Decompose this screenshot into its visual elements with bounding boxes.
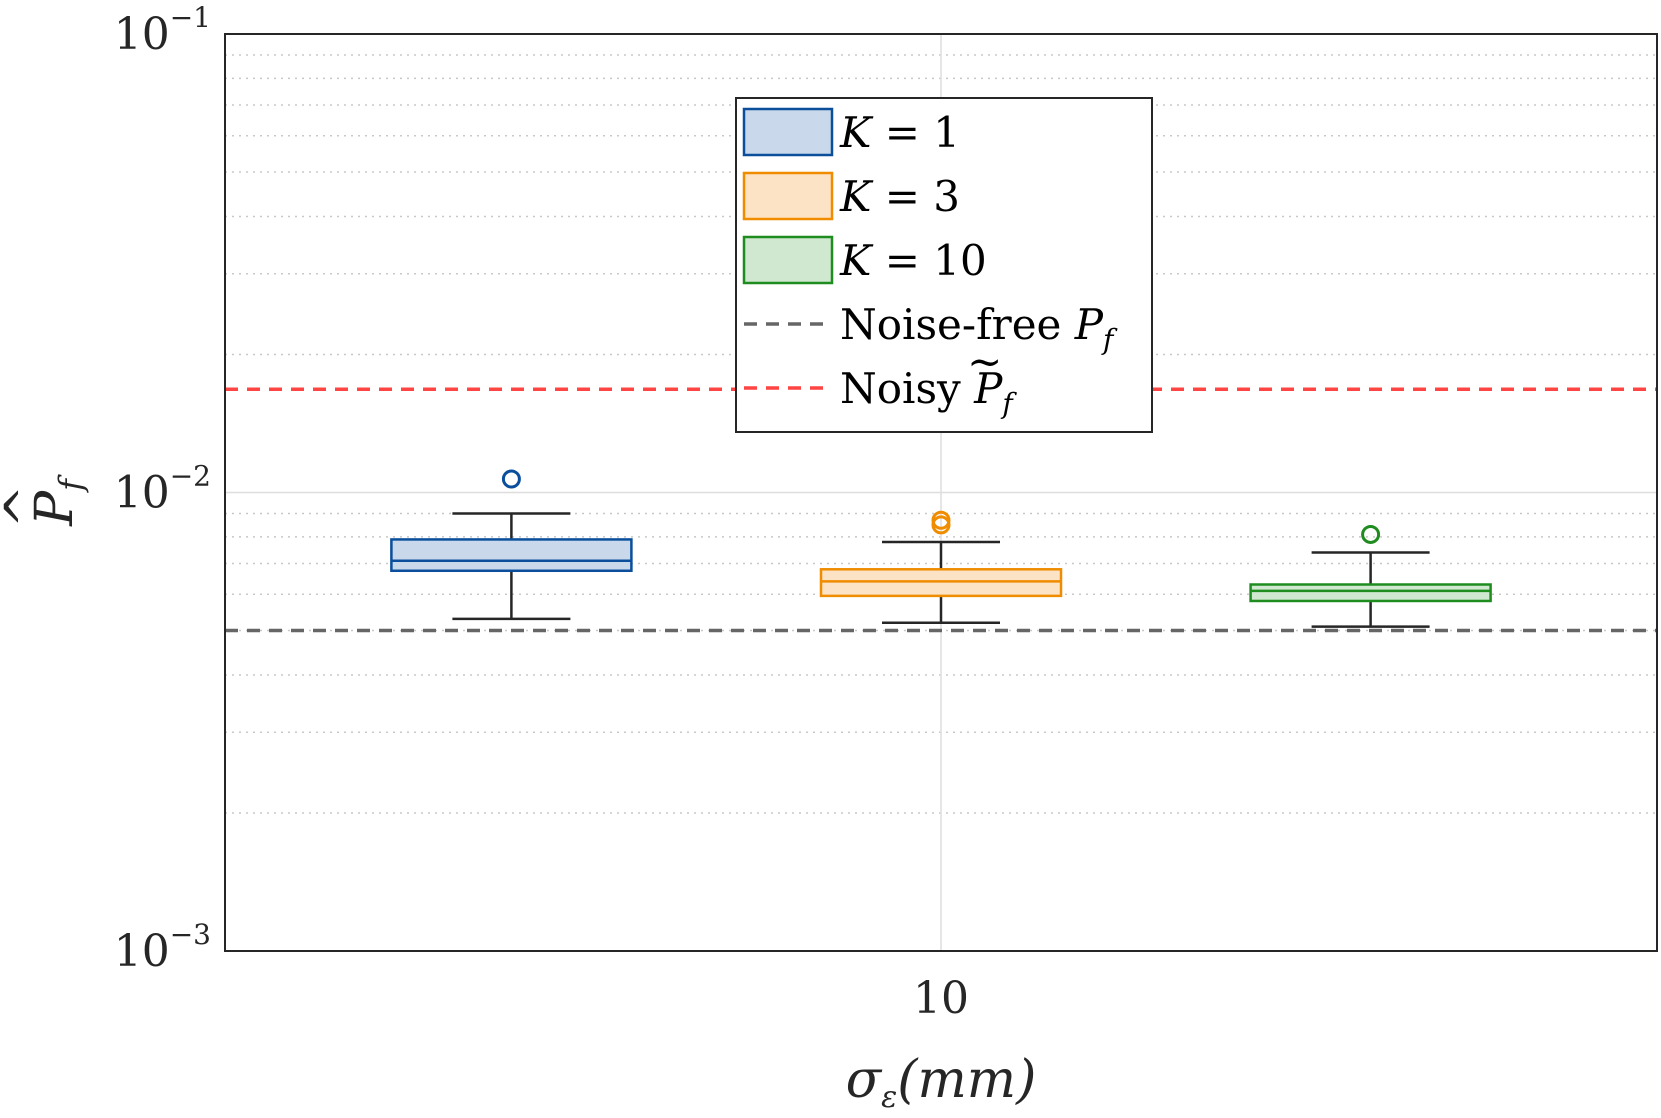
legend-swatch <box>742 235 834 285</box>
legend-label: K = 10 <box>839 236 987 285</box>
legend-label: K = 1 <box>839 108 960 157</box>
axis-labels: σε(mm) Pf^ <box>0 474 1036 1115</box>
legend-swatch <box>742 171 834 221</box>
x-tick-labels: 10 <box>913 973 969 1024</box>
legend-tilde: ~ <box>967 337 1002 386</box>
iqr-box <box>390 538 633 573</box>
y-tick-label: 10−1 <box>114 1 211 60</box>
x-axis-label: σε(mm) <box>846 1050 1037 1115</box>
outlier-point <box>501 469 521 489</box>
box-2 <box>819 510 1063 624</box>
box-1 <box>390 469 633 621</box>
y-tick-labels: 10−1 10−2 10−3 <box>114 1 211 977</box>
legend-label: Noisy Pf <box>840 364 1017 420</box>
plot-frame <box>224 33 1658 952</box>
y-tick-label: 10−2 <box>114 460 211 519</box>
outlier-point <box>1361 524 1381 544</box>
legend-label: Noise-free Pf <box>840 300 1118 356</box>
legend-label: K = 3 <box>839 172 960 221</box>
y-tick-label: 10−3 <box>114 918 211 977</box>
x-tick-label: 10 <box>913 973 969 1024</box>
iqr-box <box>1249 583 1492 603</box>
y-axis-label: Pf^ <box>0 474 90 528</box>
legend-swatch <box>742 107 834 157</box>
box-3 <box>1249 524 1492 628</box>
legend: K = 1 K = 3 K = 10 Noise-free Pf Noisy Pf~ <box>735 97 1153 433</box>
y-axis-label-hat: ^ <box>0 485 55 529</box>
boxes <box>390 469 1492 628</box>
outlier-point <box>931 510 951 530</box>
